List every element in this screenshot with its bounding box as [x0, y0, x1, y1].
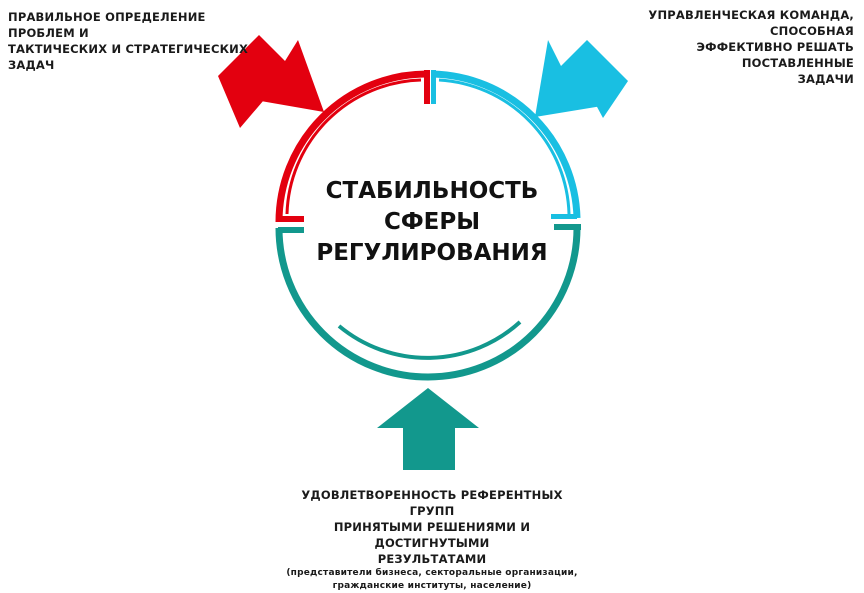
factor-label-stakeholder-satisfaction: УДОВЛЕТВОРЕННОСТЬ РЕФЕРЕНТНЫХ ГРУПП ПРИН…	[282, 487, 582, 593]
red-arrow	[218, 35, 324, 128]
factor-label-management-team: УПРАВЛЕНЧЕСКАЯ КОМАНДА, СПОСОБНАЯ ЭФФЕКТ…	[594, 7, 854, 87]
cyan-ring-end-tick	[551, 214, 577, 219]
factor-label-line: ПРАВИЛЬНОЕ ОПРЕДЕЛЕНИЕ ПРОБЛЕМ И	[8, 10, 206, 40]
factor-label-line: ПРИНЯТЫМИ РЕШЕНИЯМИ И ДОСТИГНУТЫМИ	[333, 520, 531, 550]
factor-label-note: (представители бизнеса, секторальные орг…	[286, 568, 578, 578]
cyan-arrow	[535, 40, 628, 118]
center-title: СТАБИЛЬНОСТЬ СФЕРЫ РЕГУЛИРОВАНИЯ	[300, 176, 564, 269]
cyan-ring-inner-arc	[438, 78, 571, 215]
factor-label-line: УПРАВЛЕНЧЕСКАЯ КОМАНДА, СПОСОБНАЯ	[648, 8, 854, 38]
factor-label-line: ТАКТИЧЕСКИХ И СТРАТЕГИЧЕСКИХ ЗАДАЧ	[8, 42, 249, 72]
teal-ring-end-tick	[554, 224, 581, 230]
red-ring-inner-arc	[285, 78, 422, 215]
teal-arrow	[377, 388, 479, 470]
teal-ring-end-tick	[278, 227, 304, 233]
red-ring-end-tick	[278, 216, 304, 222]
red-ring-arc	[275, 70, 428, 223]
cyan-ring-end-tick	[431, 70, 436, 104]
cycle-diagram	[218, 35, 628, 470]
cyan-ring-arc	[432, 70, 581, 219]
red-ring-end-tick	[424, 70, 430, 104]
center-title-line: СФЕРЫ	[383, 209, 481, 235]
factor-label-line: УДОВЛЕТВОРЕННОСТЬ РЕФЕРЕНТНЫХ ГРУПП	[301, 488, 563, 518]
teal-ring-arc	[275, 227, 581, 381]
factor-label-note: гражданские институты, население)	[332, 581, 532, 591]
center-title-line: СТАБИЛЬНОСТЬ	[325, 178, 539, 204]
factor-label-line: РЕЗУЛЬТАТАМИ	[377, 552, 487, 566]
center-title-line: РЕГУЛИРОВАНИЯ	[316, 240, 548, 266]
factor-label-line: ЗАДАЧИ	[797, 72, 854, 86]
factor-label-line: ЭФФЕКТИВНО РЕШАТЬ ПОСТАВЛЕННЫЕ	[696, 40, 854, 70]
teal-ring-inner-arc	[337, 320, 522, 360]
factor-label-problem-definition: ПРАВИЛЬНОЕ ОПРЕДЕЛЕНИЕ ПРОБЛЕМ И ТАКТИЧЕ…	[8, 9, 258, 73]
